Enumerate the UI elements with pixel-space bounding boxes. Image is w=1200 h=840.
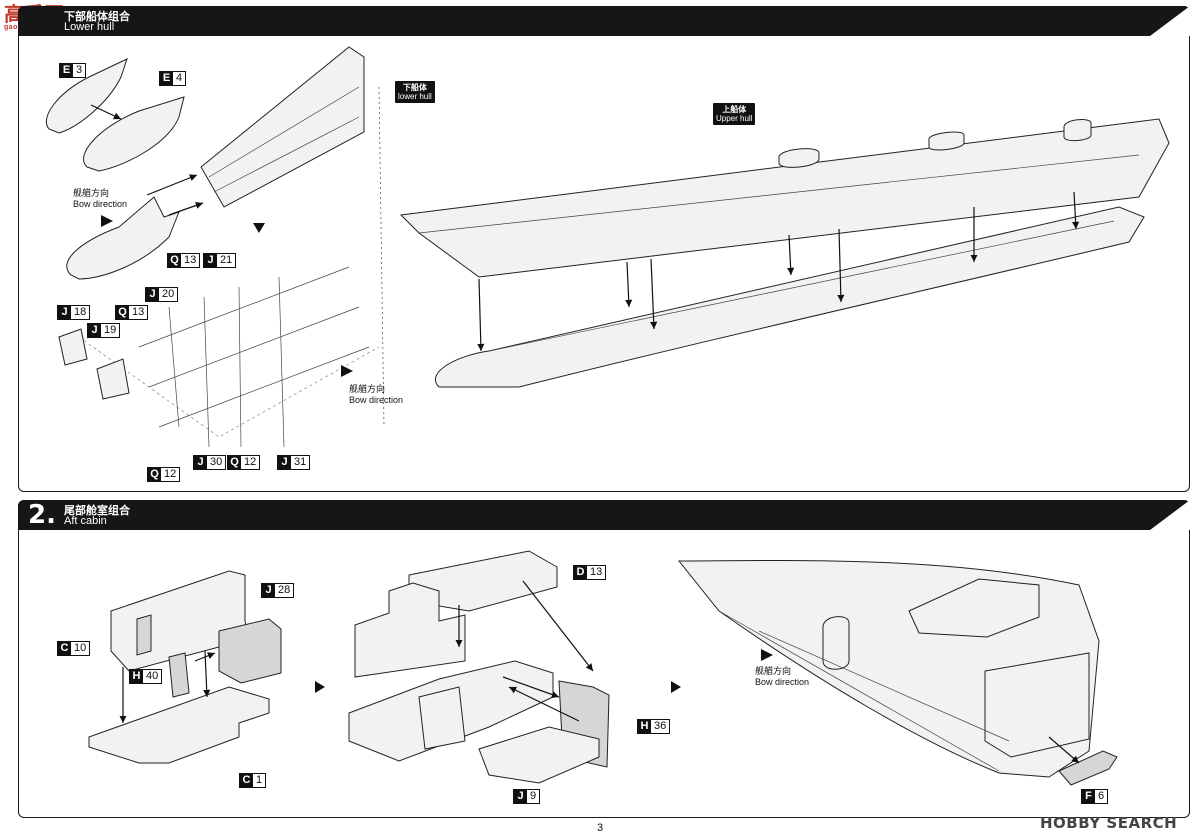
assembly-arrow (146, 174, 198, 196)
upper-hull-opening (928, 131, 965, 151)
aft-hull-opening (822, 616, 850, 670)
step-2-drawing (88, 550, 1118, 786)
assembly-arrow (787, 234, 795, 276)
step-2-number: 2. (28, 500, 56, 530)
stern-part-e4 (83, 96, 185, 172)
step-2-title-cn: 尾部舱室组合 (64, 504, 130, 517)
upper-hull-opening (778, 148, 820, 168)
bow-direction-label-mid: 舰艏方向 Bow direction (349, 385, 404, 405)
callout-upper-hull: 上船体 Upper hull (713, 103, 756, 125)
assembly-arrow (1072, 191, 1080, 230)
step-arrow (671, 681, 681, 693)
lower-hull-full (435, 206, 1145, 388)
bow-part (66, 196, 180, 280)
bow-direction-label-left: 舰艏方向 Bow direction (73, 189, 128, 209)
assembly-arrow (477, 278, 485, 352)
down-arrow (253, 223, 265, 233)
rudder-j19 (96, 358, 130, 400)
step-arrow (315, 681, 325, 693)
rudder-j18 (58, 328, 88, 366)
deck-c1 (88, 686, 270, 764)
part-j28 (218, 618, 282, 684)
upper-hull-opening (1063, 119, 1092, 142)
cabin-core (418, 686, 466, 750)
stern-part-e3 (45, 58, 128, 134)
deck-j9 (478, 726, 600, 784)
step-1-panel: 下部船体组合 Lower hull (18, 6, 1190, 492)
part-f6 (1058, 750, 1118, 786)
step-2-header: 2. 尾部舱室组合 Aft cabin (18, 500, 1190, 530)
step-2-panel: 2. 尾部舱室组合 Aft cabin (18, 500, 1190, 818)
lower-hull-stern (200, 46, 365, 208)
aft-cabin-installed (908, 578, 1040, 638)
bow-direction-arrow-mid (341, 365, 353, 377)
assembly-arrow (650, 258, 658, 330)
assembly-arrow (837, 228, 845, 303)
cabin-stairs (354, 582, 466, 678)
step-1-title-en: Lower hull (64, 21, 115, 33)
step-1-header: 下部船体组合 Lower hull (18, 6, 1190, 36)
part-h40 (168, 652, 190, 698)
assembly-arrow (168, 202, 204, 216)
aft-cabin-interior (984, 652, 1090, 758)
step-1-drawing (45, 46, 1170, 448)
assembly-arrow (90, 104, 122, 120)
bow-direction-label-step-2: 舰艏方向 Bow direction (755, 667, 810, 687)
ladder-detail (136, 614, 152, 656)
bow-direction-arrow-left (101, 215, 113, 227)
step-2-title-en: Aft cabin (64, 515, 107, 527)
callout-lower-hull: 下船体 lower hull (395, 81, 435, 103)
bow-direction-arrow-step-2 (761, 649, 773, 661)
hobby-search-logo: HOBBY SEARCH (1040, 814, 1178, 832)
step-1-title-cn: 下部船体组合 (64, 10, 130, 23)
assembly-arrow (625, 261, 633, 308)
page-number: 3 (597, 822, 604, 834)
